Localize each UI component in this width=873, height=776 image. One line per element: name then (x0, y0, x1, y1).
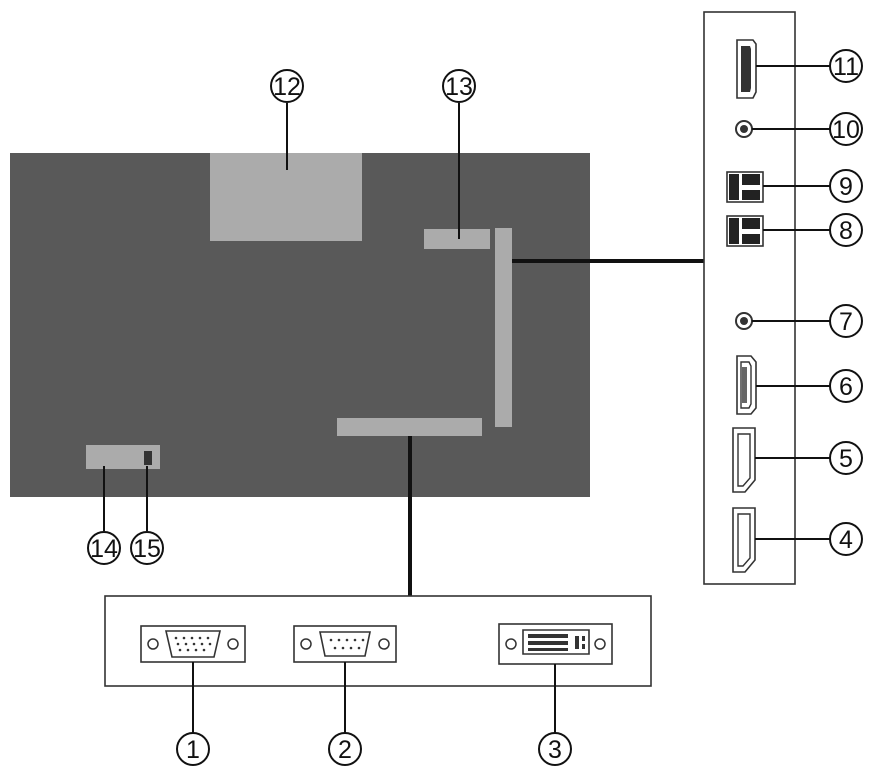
callout-11: 11 (829, 49, 863, 83)
callout-label-3: 3 (548, 736, 562, 764)
side-connector-strip (495, 228, 512, 427)
block-15 (144, 451, 152, 465)
dvi-port-3 (498, 623, 613, 665)
audio-jack-10 (735, 120, 753, 138)
callout-label-6: 6 (839, 373, 853, 401)
callout-label-8: 8 (839, 217, 853, 245)
callout-label-5: 5 (839, 445, 853, 473)
displayport-5 (732, 427, 756, 493)
callout-1: 1 (176, 732, 210, 766)
block-13 (424, 229, 490, 249)
hdmi-port-11 (736, 39, 757, 99)
callout-12: 12 (270, 69, 304, 103)
callout-label-4: 4 (839, 526, 853, 554)
callout-15: 15 (130, 531, 164, 565)
callout-label-9: 9 (839, 173, 853, 201)
callout-6: 6 (829, 369, 863, 403)
callout-label-1: 1 (186, 736, 200, 764)
callout-label-2: 2 (338, 736, 352, 764)
audio-jack-7 (735, 312, 753, 330)
callout-3: 3 (538, 732, 572, 766)
bottom-connector-strip (337, 418, 482, 436)
callout-label-14: 14 (90, 535, 118, 563)
rs232-port-2 (293, 625, 397, 663)
callout-label-12: 12 (273, 73, 301, 101)
callout-5: 5 (829, 441, 863, 475)
callout-label-10: 10 (832, 116, 860, 144)
callout-2: 2 (328, 732, 362, 766)
callout-4: 4 (829, 522, 863, 556)
side-panel (703, 11, 796, 585)
hdmi-port-6 (736, 355, 757, 415)
callout-label-15: 15 (133, 535, 161, 563)
vga-port-1 (140, 625, 246, 663)
callout-label-11: 11 (833, 53, 859, 81)
callout-14: 14 (87, 531, 121, 565)
callout-label-13: 13 (445, 73, 473, 101)
callout-10: 10 (829, 112, 863, 146)
callout-8: 8 (829, 213, 863, 247)
callout-label-7: 7 (839, 308, 853, 336)
usb-port-9 (726, 171, 764, 203)
callout-9: 9 (829, 169, 863, 203)
callout-13: 13 (442, 69, 476, 103)
displayport-4 (732, 507, 756, 573)
usb-port-8 (726, 215, 764, 247)
callout-7: 7 (829, 304, 863, 338)
leader-lines (103, 65, 830, 733)
